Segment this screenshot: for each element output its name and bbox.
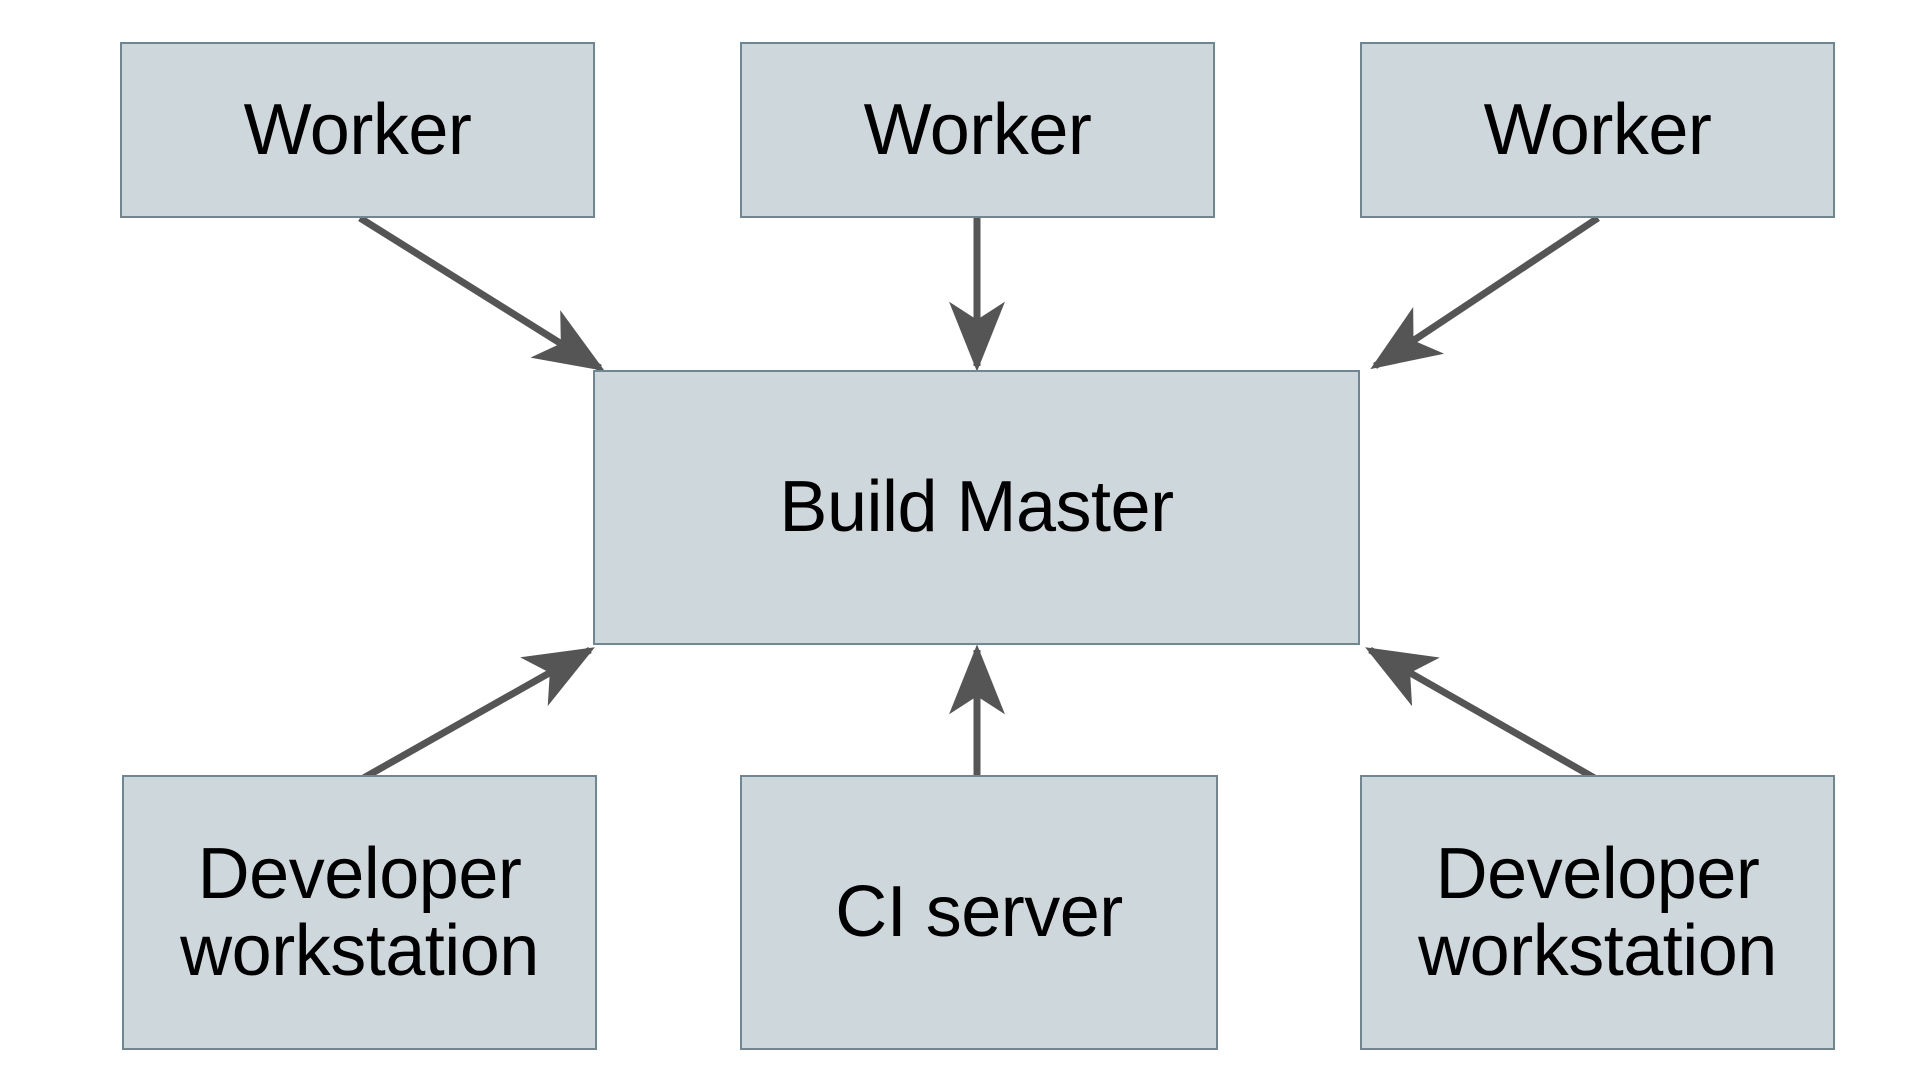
node-label: Build Master — [779, 467, 1174, 548]
node-developer-workstation-left[interactable]: Developer workstation — [122, 775, 597, 1050]
node-label: Worker — [1483, 89, 1712, 170]
edge-dev-right-to-build-master — [1365, 646, 1600, 784]
edge-worker-3-to-build-master — [1370, 215, 1600, 370]
node-build-master[interactable]: Build Master — [593, 370, 1360, 645]
node-ci-server[interactable]: CI server — [740, 775, 1218, 1050]
node-label: Worker — [243, 89, 472, 170]
node-worker-3[interactable]: Worker — [1360, 42, 1835, 218]
node-label: CI server — [835, 872, 1123, 953]
node-worker-1[interactable]: Worker — [120, 42, 595, 218]
node-label: Worker — [863, 89, 1092, 170]
node-worker-2[interactable]: Worker — [740, 42, 1215, 218]
node-label: Developer workstation — [180, 834, 539, 991]
edge-worker-1-to-build-master — [358, 215, 605, 371]
node-label: Developer workstation — [1418, 834, 1777, 991]
node-developer-workstation-right[interactable]: Developer workstation — [1360, 775, 1835, 1050]
edge-dev-left-to-build-master — [358, 646, 595, 784]
